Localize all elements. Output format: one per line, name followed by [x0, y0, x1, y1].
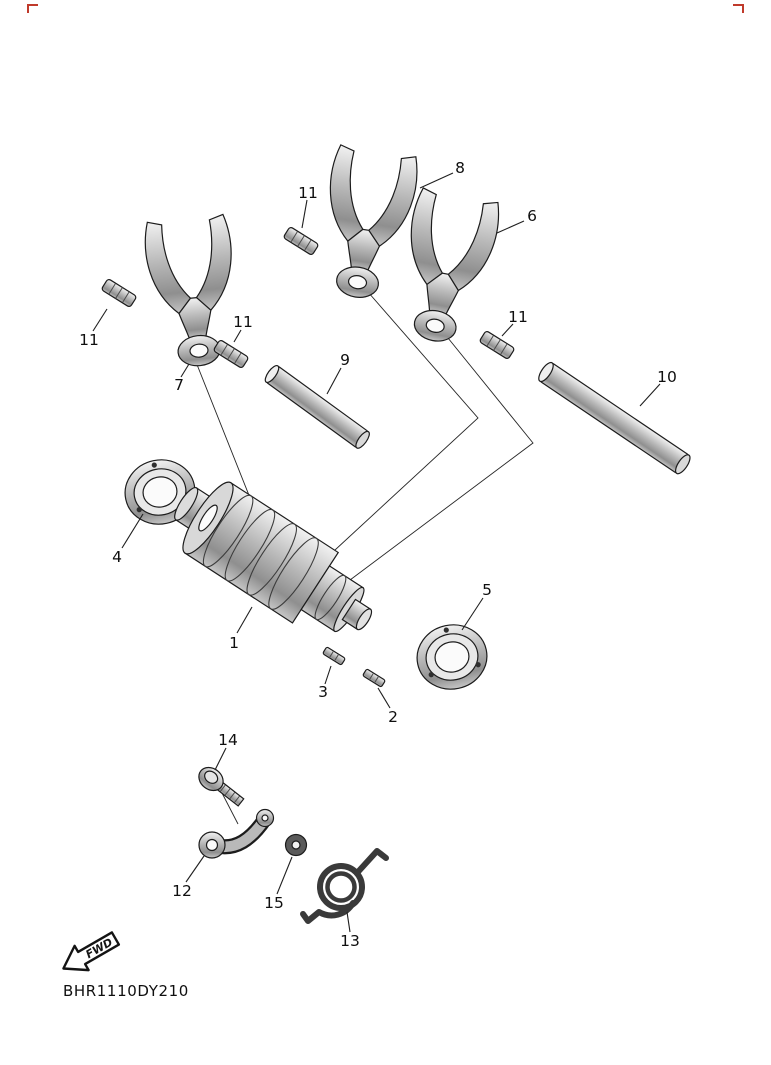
- fork-guide-bar-10: [538, 361, 691, 475]
- callout-14[interactable]: 14: [218, 731, 238, 749]
- torsion-spring-13: [300, 848, 389, 924]
- callout-4[interactable]: 4: [112, 548, 122, 566]
- callout-11-top[interactable]: 11: [298, 184, 318, 202]
- fwd-arrow: FWD: [62, 931, 121, 972]
- bearing-5: [410, 617, 494, 697]
- stopper-lever-12: [198, 808, 275, 859]
- callout-8[interactable]: 8: [455, 159, 465, 177]
- washer-15: [284, 833, 308, 857]
- shift-cam-assembly-1: [174, 481, 373, 633]
- bolt-14: [198, 766, 245, 807]
- callout-12[interactable]: 12: [172, 882, 192, 900]
- leader-lines: [92, 172, 661, 933]
- pin-2: [361, 668, 387, 688]
- callout-2[interactable]: 2: [388, 708, 398, 726]
- pin-3: [321, 646, 347, 666]
- callouts: 8 11 6 11 11 11 7 9 10 4 1 5 3 2 14 12 1…: [79, 159, 677, 950]
- callout-15[interactable]: 15: [264, 894, 284, 912]
- callout-9[interactable]: 9: [340, 351, 350, 369]
- shift-fork-8: [312, 143, 421, 305]
- callout-11-center[interactable]: 11: [233, 313, 253, 331]
- callout-5[interactable]: 5: [482, 581, 492, 599]
- callout-6[interactable]: 6: [527, 207, 537, 225]
- callout-3[interactable]: 3: [318, 683, 328, 701]
- drawing-code: BHR1110DY210: [63, 982, 189, 1000]
- callout-7[interactable]: 7: [174, 376, 184, 394]
- dowel-pin-11-left: [100, 277, 138, 309]
- dowel-pin-11-center: [212, 338, 250, 370]
- callout-11-right[interactable]: 11: [508, 308, 528, 326]
- callout-13[interactable]: 13: [340, 932, 360, 950]
- dowel-pin-11-right: [478, 329, 516, 361]
- callout-10[interactable]: 10: [657, 368, 677, 386]
- registration-marks: [27, 4, 744, 13]
- callout-1[interactable]: 1: [229, 634, 239, 652]
- callout-11-left[interactable]: 11: [79, 331, 99, 349]
- dowel-pin-11-top: [282, 225, 320, 257]
- fork-guide-bar-9: [264, 364, 370, 449]
